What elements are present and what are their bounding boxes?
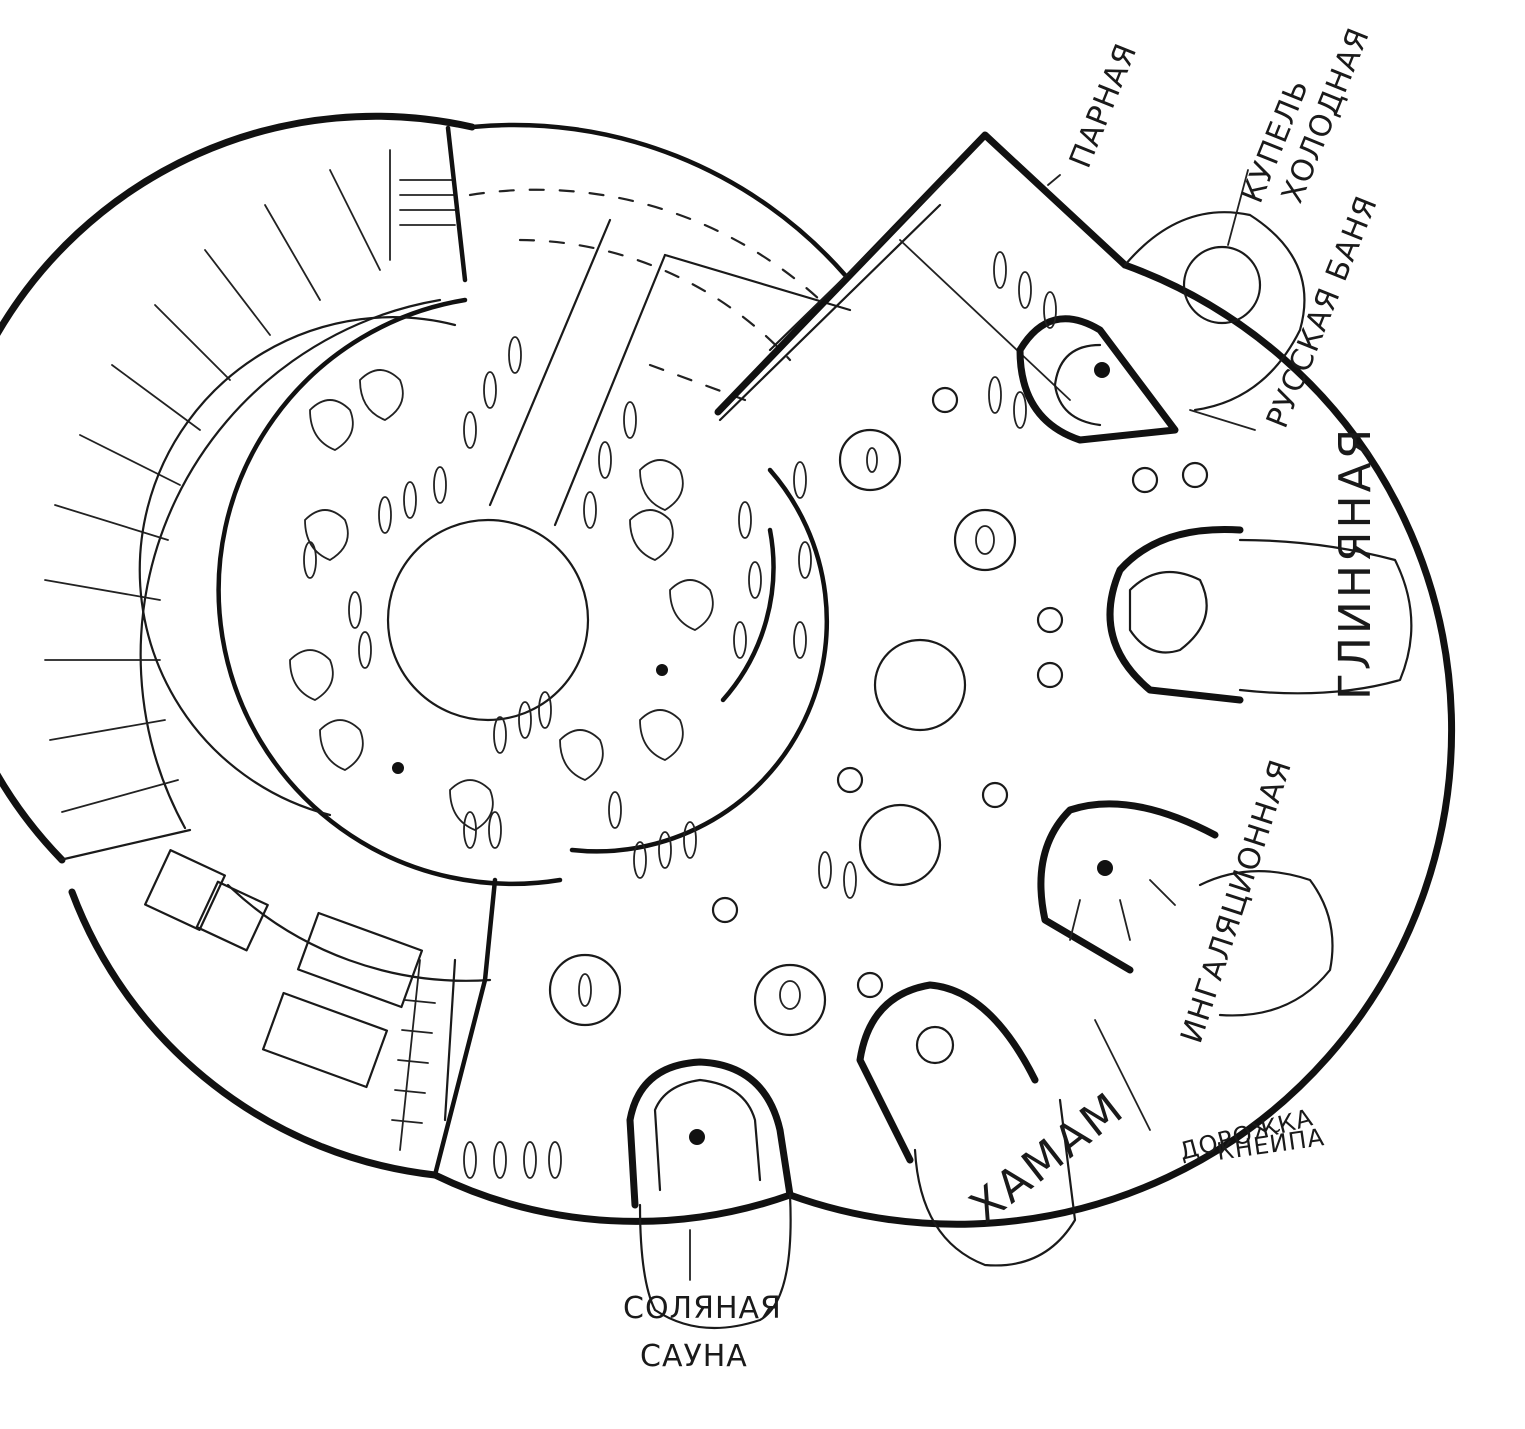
label-solyanaya-line-1: СОЛЯНАЯ bbox=[623, 1291, 782, 1326]
benches bbox=[303, 251, 1057, 1179]
outer-wall-left bbox=[0, 112, 848, 1179]
salt-sauna-room bbox=[626, 1058, 794, 1209]
hamam-room bbox=[856, 981, 1039, 1164]
room-labels: ПАРНАЯ КУПЕЛЬ ХОЛОДНАЯ РУССКАЯ БАНЯ ГЛИН… bbox=[623, 23, 1385, 1374]
label-glinyanaya: ГЛИНЯНАЯ bbox=[1330, 426, 1381, 700]
clay-room bbox=[1106, 526, 1244, 704]
label-parnaya: ПАРНАЯ bbox=[1063, 38, 1145, 173]
garden-foliage bbox=[289, 369, 714, 832]
change-rooms bbox=[144, 849, 436, 1151]
cabin-ring bbox=[44, 125, 492, 982]
label-ingalyatsionnaya: ИНГАЛЯЦИОННАЯ bbox=[1174, 755, 1299, 1047]
russian-banya-room bbox=[1016, 315, 1179, 444]
outside-annexes bbox=[638, 211, 1413, 1330]
inhalation-room bbox=[1037, 800, 1219, 974]
label-solyanaya-line-2: САУНА bbox=[640, 1339, 748, 1374]
leader-lines bbox=[689, 169, 1256, 1281]
pools bbox=[548, 386, 1209, 1037]
right-hall bbox=[431, 131, 1456, 1228]
inner-garden bbox=[138, 188, 852, 887]
label-hamam: ХАМАМ bbox=[960, 1082, 1134, 1234]
